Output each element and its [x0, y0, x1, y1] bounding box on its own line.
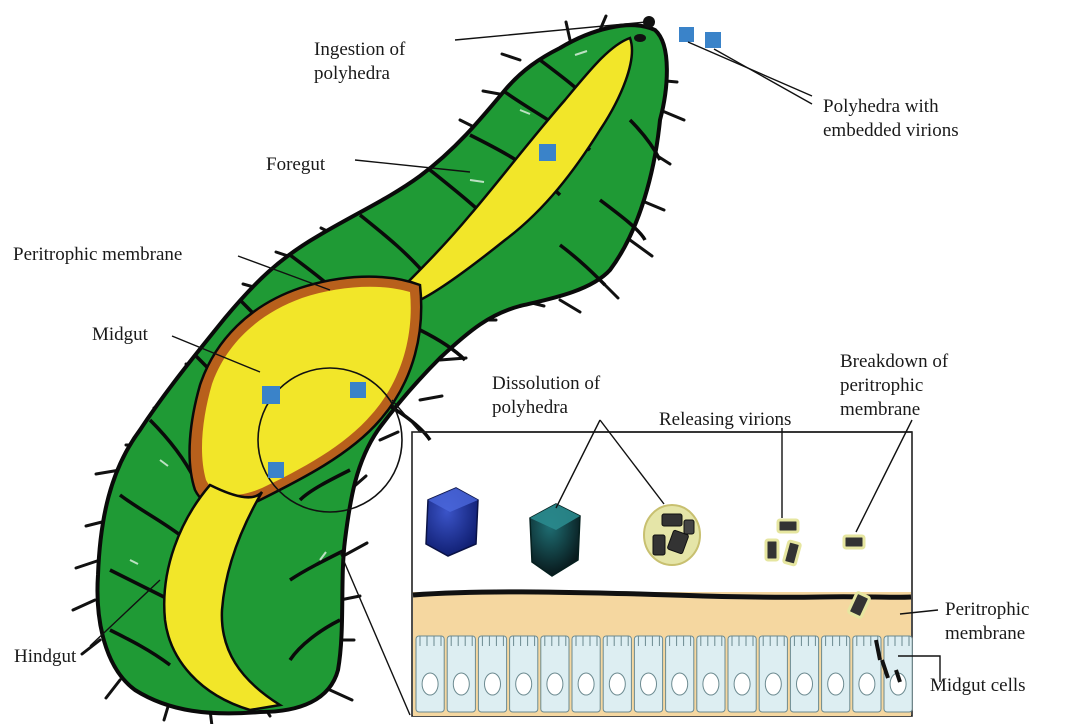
polyhedron-free-2: [705, 32, 721, 48]
cell-nucleus: [578, 673, 594, 695]
polyhedron-foregut: [539, 144, 556, 161]
inset-panel: [412, 420, 940, 716]
label-releasing-virions: Releasing virions: [659, 408, 791, 432]
cell-nucleus: [797, 673, 813, 695]
cell-nucleus: [453, 673, 469, 695]
label-polyhedra-virions: Polyhedra with embedded virions: [823, 95, 959, 143]
midgut-cells-row: [413, 634, 912, 716]
cell-nucleus: [765, 673, 781, 695]
crystal-dissolving-2: [644, 505, 700, 565]
label-foregut: Foregut: [266, 153, 325, 177]
label-peritrophic-membrane-inset: Peritrophic membrane: [945, 598, 1029, 646]
label-ingestion: Ingestion of polyhedra: [314, 38, 405, 86]
cell-nucleus: [703, 673, 719, 695]
label-peritrophic-membrane: Peritrophic membrane: [13, 243, 182, 267]
polyhedron-midgut-2: [350, 382, 366, 398]
label-midgut: Midgut: [92, 323, 148, 347]
label-breakdown: Breakdown of peritrophic membrane: [840, 350, 948, 422]
polyhedron-free-1: [679, 27, 694, 42]
mouth-opening: [634, 34, 646, 42]
cell-nucleus: [641, 673, 657, 695]
polyhedron-midgut-1: [262, 386, 280, 404]
cell-nucleus: [485, 673, 501, 695]
cell-nucleus: [516, 673, 532, 695]
crystal-dissolving-1: [530, 504, 580, 576]
cell-nucleus: [672, 673, 688, 695]
cell-nucleus: [422, 673, 438, 695]
cell-nucleus: [859, 673, 875, 695]
label-dissolution: Dissolution of polyhedra: [492, 372, 600, 420]
label-hindgut: Hindgut: [14, 645, 76, 669]
polyhedron-midgut-3: [268, 462, 284, 478]
cell-nucleus: [734, 673, 750, 695]
cell-nucleus: [609, 673, 625, 695]
label-midgut-cells: Midgut cells: [930, 674, 1026, 698]
crystal-intact-1: [426, 488, 478, 556]
cell-nucleus: [547, 673, 563, 695]
cell-nucleus: [828, 673, 844, 695]
